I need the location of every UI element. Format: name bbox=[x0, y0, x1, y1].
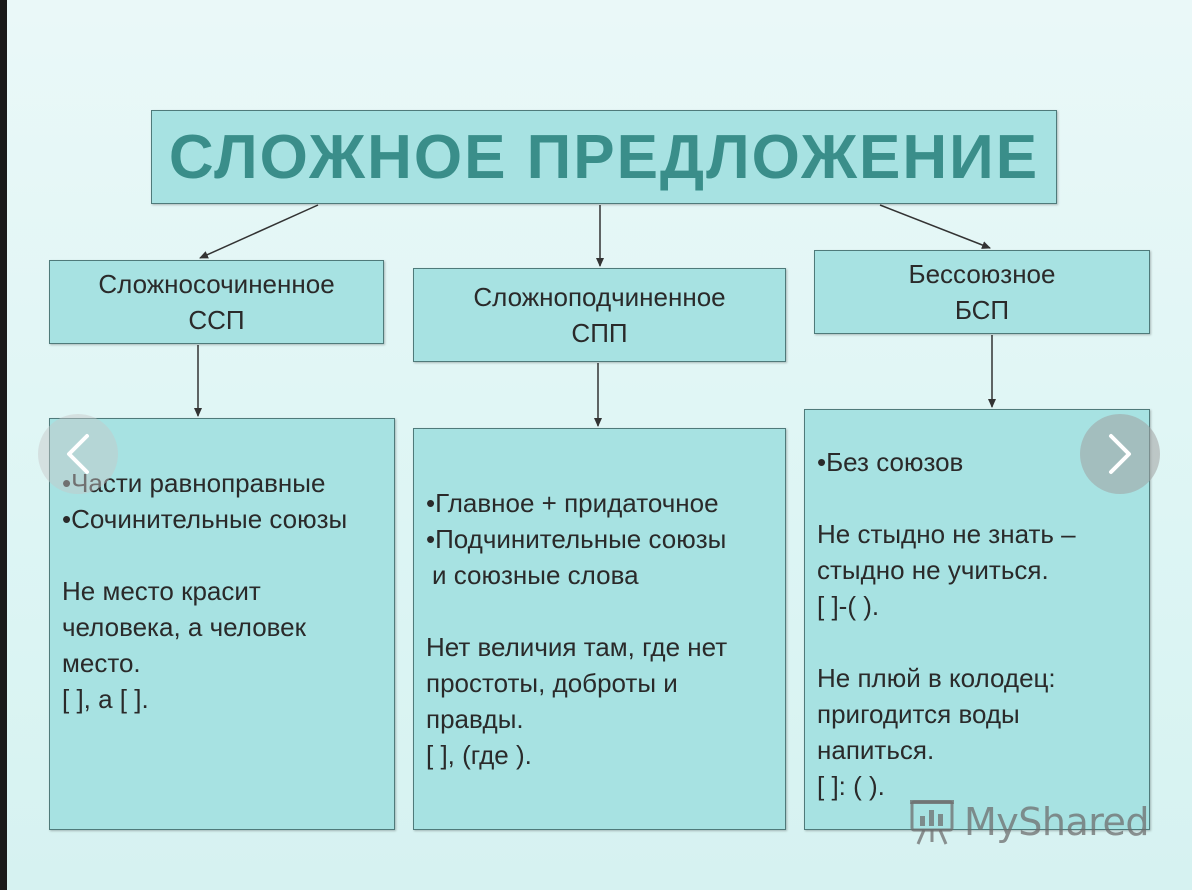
bsp-example-b-line-3: напиться. bbox=[817, 735, 935, 765]
category-name-bsp: Бессоюзное bbox=[908, 259, 1056, 289]
category-box-ssp: Сложносочиненное ССП bbox=[49, 260, 384, 344]
chevron-right-icon bbox=[1109, 434, 1131, 474]
spp-scheme: [ ], (где ). bbox=[426, 740, 532, 770]
bsp-example-b-line-2: пригодится воды bbox=[817, 699, 1020, 729]
chevron-left-icon bbox=[67, 434, 89, 474]
bsp-example-a-line-2: стыдно не учиться. bbox=[817, 555, 1049, 585]
spp-bullet-1: •Главное + придаточное bbox=[426, 488, 719, 518]
next-slide-button[interactable] bbox=[1080, 414, 1160, 494]
category-box-spp: Сложноподчиненное СПП bbox=[413, 268, 786, 362]
ssp-example-line-1: Не место красит bbox=[62, 576, 261, 606]
spp-example-line-2: простоты, доброты и bbox=[426, 668, 678, 698]
details-box-ssp: •Части равноправные •Сочинительные союзы… bbox=[49, 418, 395, 830]
ssp-bullet-2: •Сочинительные союзы bbox=[62, 504, 348, 534]
presentation-board-icon bbox=[910, 800, 954, 845]
arrow-title-to-ssp bbox=[199, 204, 319, 259]
category-box-bsp: Бессоюзное БСП bbox=[814, 250, 1150, 334]
watermark-text: MyShared bbox=[964, 800, 1150, 844]
myshared-watermark: MyShared bbox=[906, 796, 1150, 848]
spp-bullet-2-continued: и союзные слова bbox=[432, 560, 639, 590]
category-name-spp: Сложноподчиненное bbox=[473, 282, 726, 312]
details-box-spp: •Главное + придаточное •Подчинительные с… bbox=[413, 428, 786, 830]
ssp-example-line-3: место. bbox=[62, 648, 141, 678]
bsp-scheme-a: [ ]-( ). bbox=[817, 591, 880, 621]
category-abbr-bsp: БСП bbox=[954, 295, 1010, 325]
ssp-example-line-2: человека, а человек bbox=[62, 612, 307, 642]
bsp-bullet-1: •Без союзов bbox=[817, 447, 964, 477]
diagram-title-box: СЛОЖНОЕ ПРЕДЛОЖЕНИЕ bbox=[151, 110, 1057, 204]
spp-bullet-2: •Подчинительные союзы bbox=[426, 524, 727, 554]
spp-example-line-1: Нет величия там, где нет bbox=[426, 632, 728, 662]
category-abbr-ssp: ССП bbox=[188, 305, 245, 335]
category-abbr-spp: СПП bbox=[571, 318, 628, 348]
diagram-title: СЛОЖНОЕ ПРЕДЛОЖЕНИЕ bbox=[168, 122, 1040, 192]
left-edge-bar bbox=[0, 0, 7, 890]
ssp-scheme: [ ], а [ ]. bbox=[62, 684, 149, 714]
spp-example-line-3: правды. bbox=[426, 704, 524, 734]
bsp-example-b-line-1: Не плюй в колодец: bbox=[817, 663, 1056, 693]
bsp-scheme-b: [ ]: ( ). bbox=[817, 771, 885, 801]
arrow-title-to-bsp bbox=[879, 204, 991, 249]
ssp-bullet-1: •Части равноправные bbox=[62, 468, 326, 498]
previous-slide-button[interactable] bbox=[38, 414, 118, 494]
category-name-ssp: Сложносочиненное bbox=[98, 269, 335, 299]
bsp-example-a-line-1: Не стыдно не знать – bbox=[817, 519, 1076, 549]
